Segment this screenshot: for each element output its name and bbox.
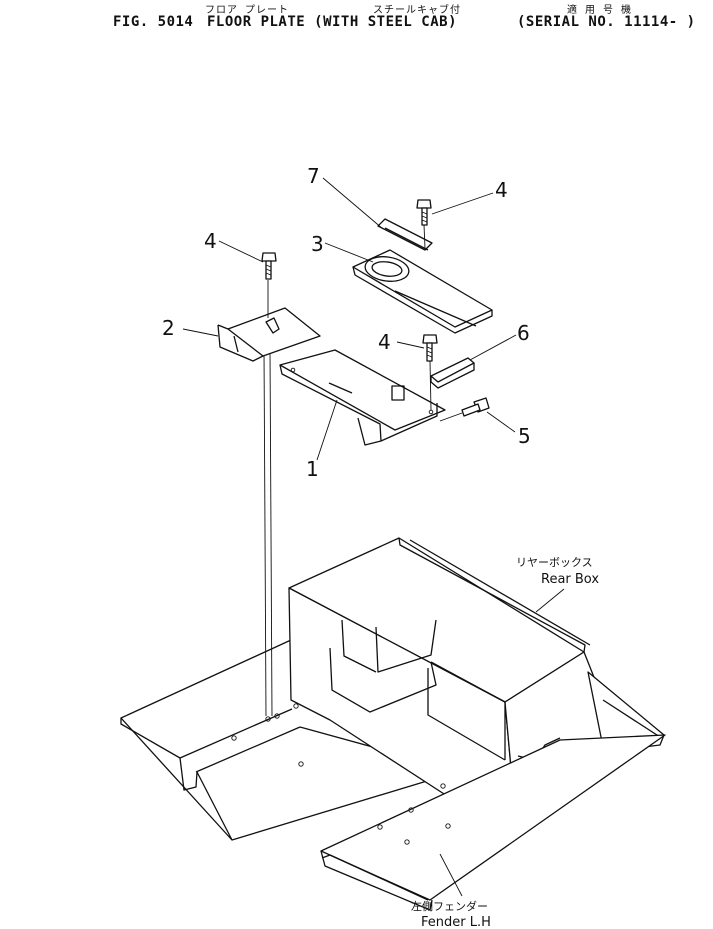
right-floor-deck: [587, 671, 665, 753]
header-jp-serial: 適 用 号 機: [567, 5, 633, 16]
callout-3: 3: [311, 232, 324, 256]
callout-7: 7: [307, 164, 320, 188]
header-jp-floor-plate: フロア プレート: [205, 5, 290, 16]
label-rear-box: Rear Box: [541, 572, 599, 587]
part-7-stay: [377, 218, 433, 251]
label-fender-jp: 左側フェンダー: [411, 899, 488, 913]
callout-6: 6: [517, 321, 530, 345]
label-rear-box-jp: リヤーボックス: [516, 556, 593, 569]
bolt-4-top-right: [416, 199, 432, 249]
serial-range: (SERIAL NO. 11114- ): [517, 14, 696, 30]
bolt-4-left: [261, 252, 277, 318]
leader-lines: [182, 177, 565, 897]
lower-frame-assembly: [120, 537, 666, 911]
header-jp-with-steel-cab: スチールキャブ付: [373, 5, 461, 16]
part-2-bracket: [217, 307, 321, 362]
callout-5: 5: [518, 424, 531, 448]
part-6-clamp: [430, 357, 475, 389]
figure-number: FIG. 5014: [113, 14, 194, 30]
callout-4-top: 4: [495, 178, 508, 202]
part-1-floor-plate: [279, 349, 446, 446]
floor-holes: [231, 703, 451, 845]
callout-4-left: 4: [204, 229, 217, 253]
callout-4-middle: 4: [378, 330, 391, 354]
alignment-line-left-b: [269, 349, 273, 717]
callout-1: 1: [306, 457, 319, 481]
callout-2: 2: [162, 316, 175, 340]
bolt-5: [439, 397, 490, 422]
figure-title: FLOOR PLATE (WITH STEEL CAB): [207, 14, 458, 30]
bolt-4-middle: [422, 334, 438, 411]
alignment-line-left-a: [263, 349, 267, 717]
part-3-cover-plate: [352, 249, 493, 334]
label-fender: Fender L.H: [421, 915, 491, 929]
